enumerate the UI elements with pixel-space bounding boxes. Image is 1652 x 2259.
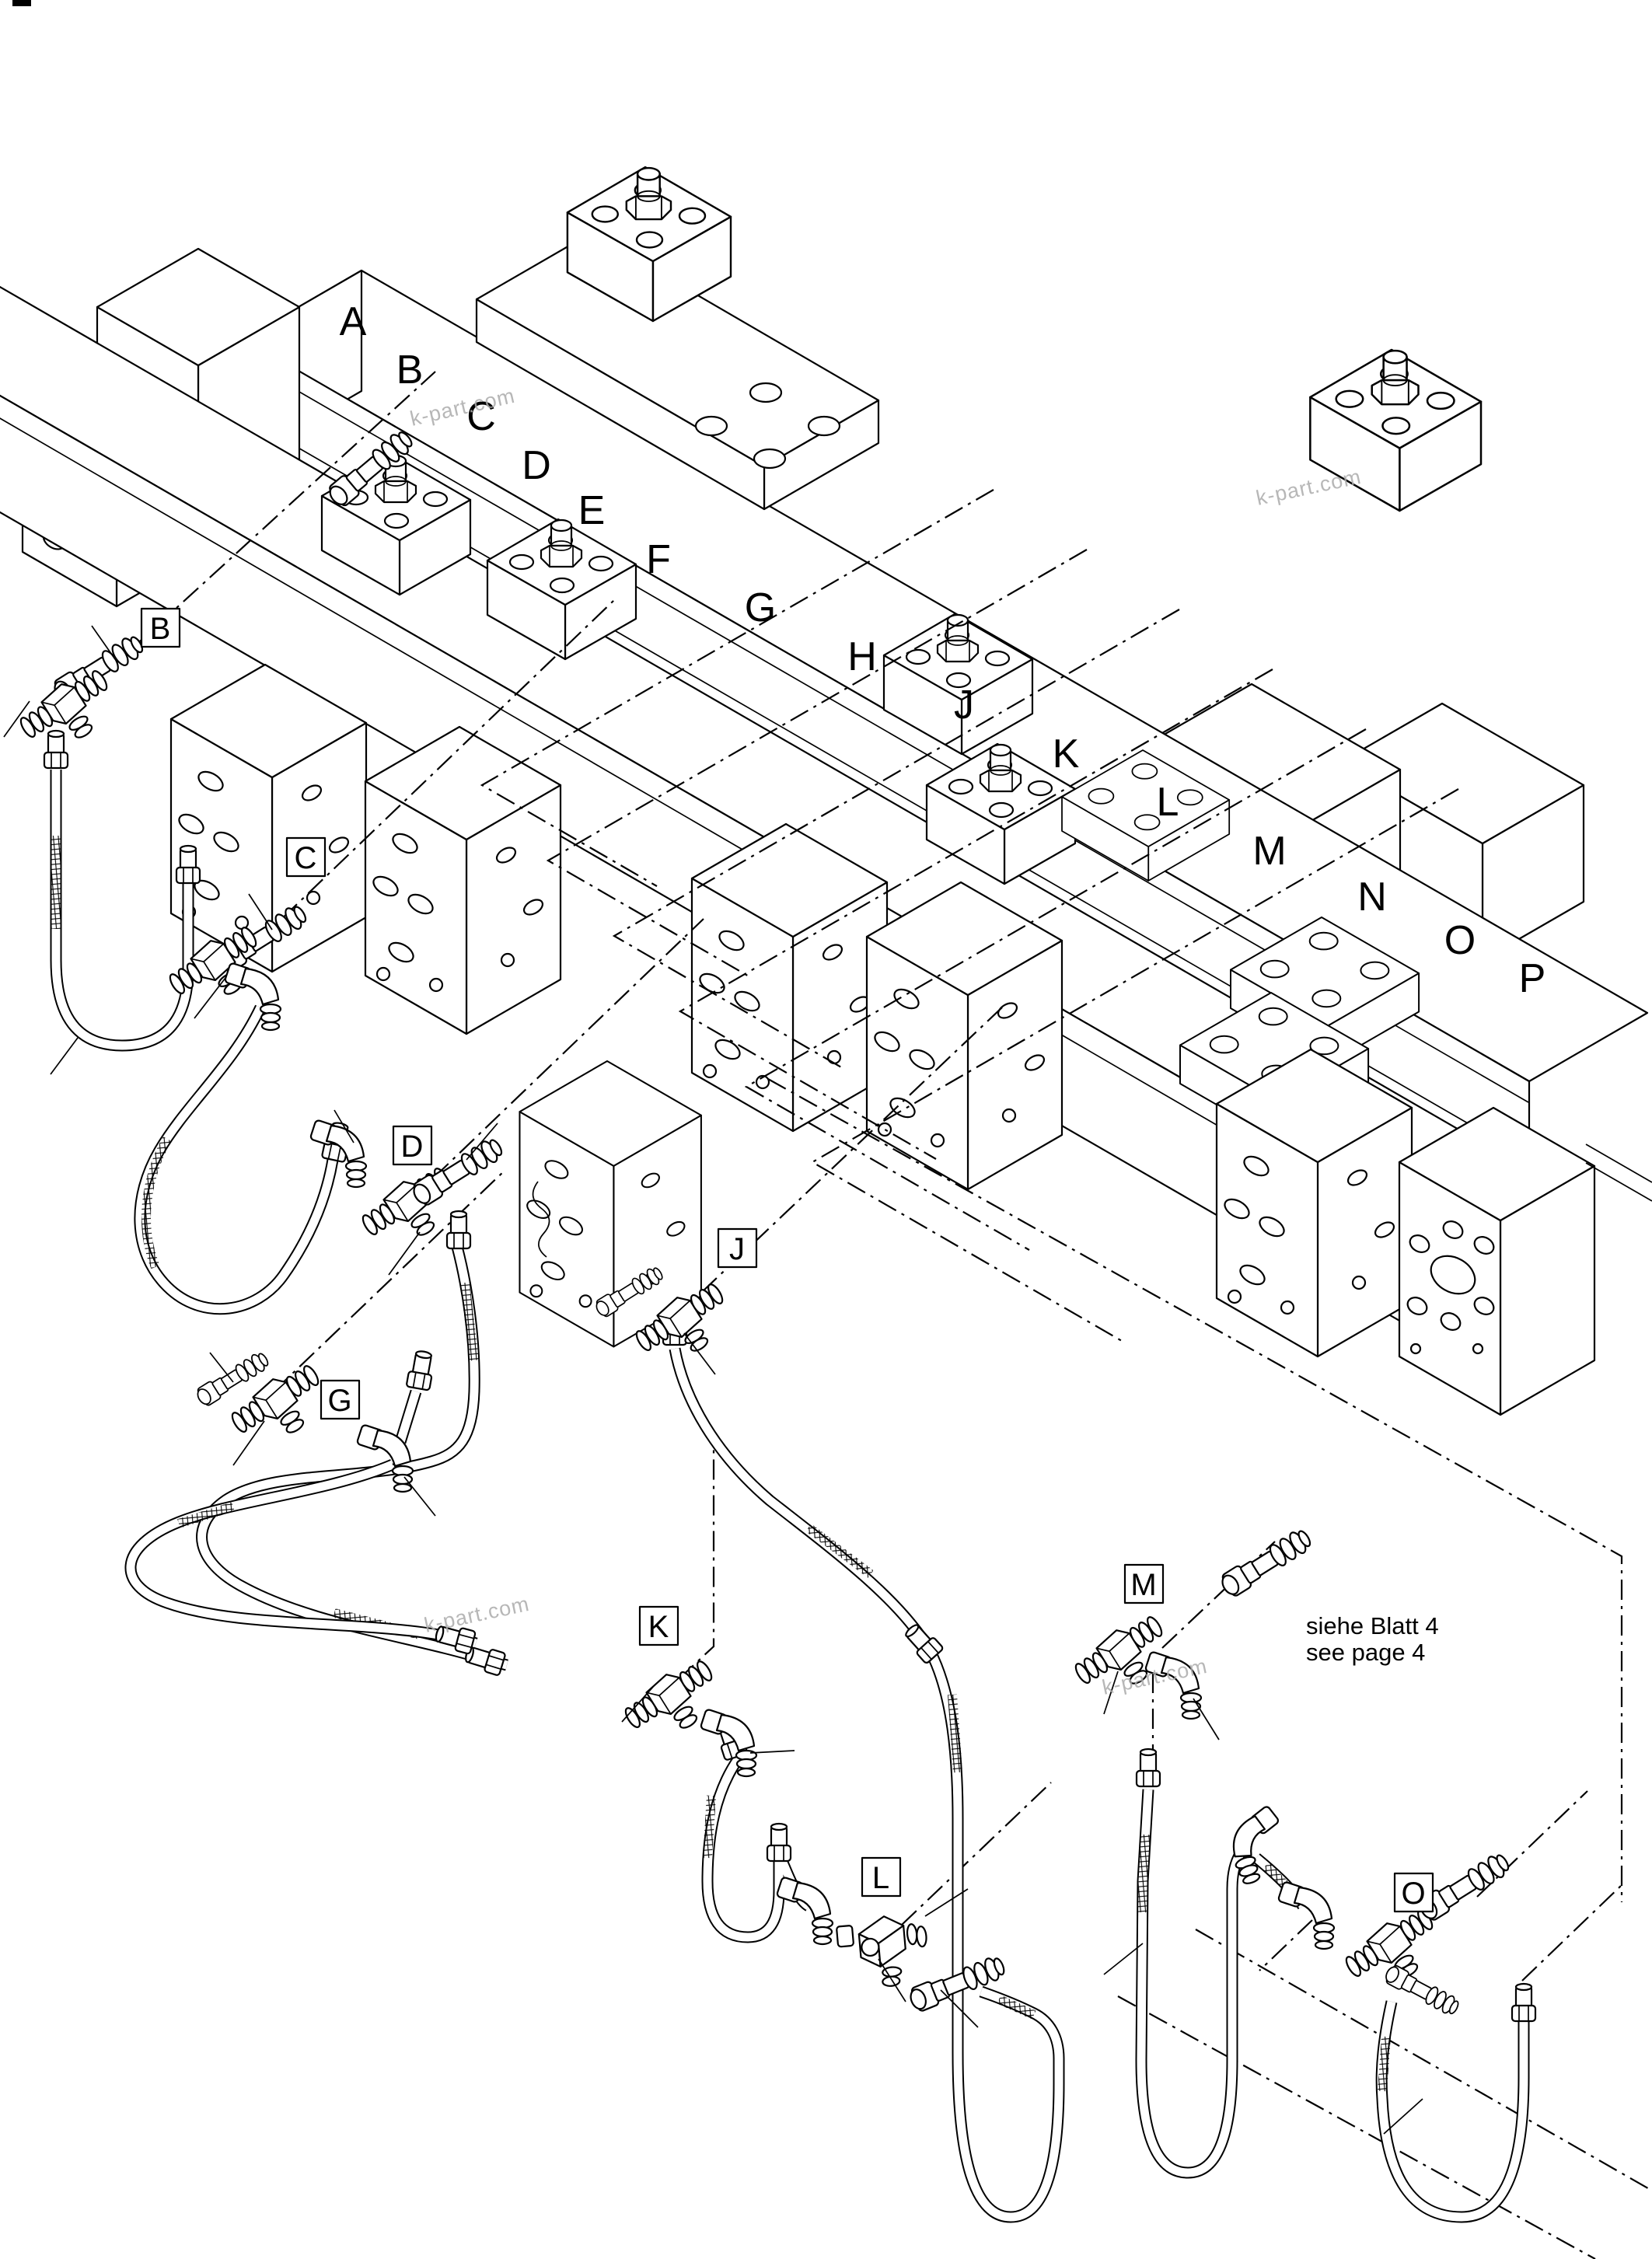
continuation-note: siehe Blatt 4 see page 4 xyxy=(1306,1612,1439,1666)
callout-D: D xyxy=(392,1125,433,1166)
callout-letter: K xyxy=(648,1610,669,1644)
routing-centerlines xyxy=(77,371,1652,2259)
callout-box xyxy=(638,1605,679,1646)
callout-G: G xyxy=(320,1379,361,1420)
station-letter: D xyxy=(522,443,551,488)
callout-K: K xyxy=(638,1605,679,1646)
station-letter: A xyxy=(340,299,367,344)
callout-box xyxy=(392,1125,433,1166)
hose xyxy=(43,729,201,1052)
valve-blocks xyxy=(169,663,1596,1416)
callout-L: L xyxy=(861,1856,902,1898)
hose xyxy=(124,1459,478,1656)
callout-B: B xyxy=(140,607,181,648)
callout-letter: L xyxy=(872,1861,889,1895)
callout-box xyxy=(1393,1872,1434,1913)
station-letter: B xyxy=(396,347,424,393)
callout-box xyxy=(861,1856,902,1898)
fittings xyxy=(12,426,1514,2019)
callout-box xyxy=(140,607,181,648)
valve-block xyxy=(364,725,562,1035)
note-line-en: see page 4 xyxy=(1306,1639,1425,1666)
hose xyxy=(701,1716,812,1943)
port-block xyxy=(1398,1106,1596,1416)
station-letter: H xyxy=(847,634,877,679)
hose xyxy=(1135,1747,1249,2179)
corner-print-mark xyxy=(12,0,31,6)
rear-plate-assembly xyxy=(475,167,1481,511)
leader-lines xyxy=(3,625,1652,2135)
break-line xyxy=(532,1181,550,1258)
station-letter: O xyxy=(1444,918,1476,963)
callout-C: C xyxy=(285,836,327,878)
callout-letter: C xyxy=(295,841,317,875)
callout-O: O xyxy=(1393,1872,1434,1913)
valve-block xyxy=(1215,1048,1413,1358)
hose xyxy=(662,1306,1065,2223)
callout-letter: O xyxy=(1401,1877,1425,1911)
callout-box xyxy=(285,836,327,878)
station-letter: C xyxy=(466,394,496,439)
hose xyxy=(1375,1982,1537,2223)
hoses xyxy=(43,729,1537,2223)
callout-letter: J xyxy=(729,1232,745,1266)
callout-box xyxy=(1123,1563,1165,1604)
cross-fitting xyxy=(836,1915,927,1987)
callout-letter: D xyxy=(401,1130,424,1164)
station-letter: P xyxy=(1519,956,1546,1001)
callout-box xyxy=(717,1227,758,1269)
station-letter: F xyxy=(646,537,671,582)
callout-letter: M xyxy=(1130,1568,1156,1602)
manifold-letters: A B C D E F G H J K L M N O P xyxy=(340,299,1546,1001)
callout-M: M xyxy=(1123,1563,1165,1604)
callout-box xyxy=(320,1379,361,1420)
station-letter: N xyxy=(1357,875,1387,920)
station-letter: E xyxy=(578,488,606,533)
valve-block xyxy=(690,822,889,1133)
callout-letter: B xyxy=(150,612,171,646)
station-letter: L xyxy=(1157,780,1179,825)
note-line-de: siehe Blatt 4 xyxy=(1306,1612,1439,1639)
callout-boxes: B C D G J K L M xyxy=(140,607,1434,1913)
callout-J: J xyxy=(717,1227,758,1269)
station-letter: G xyxy=(745,585,776,630)
station-letter: J xyxy=(954,683,974,728)
station-letter: M xyxy=(1252,829,1286,874)
station-letter: K xyxy=(1053,731,1080,777)
hose xyxy=(134,1004,354,1315)
hose xyxy=(394,1349,437,1444)
callout-letter: G xyxy=(327,1384,351,1418)
